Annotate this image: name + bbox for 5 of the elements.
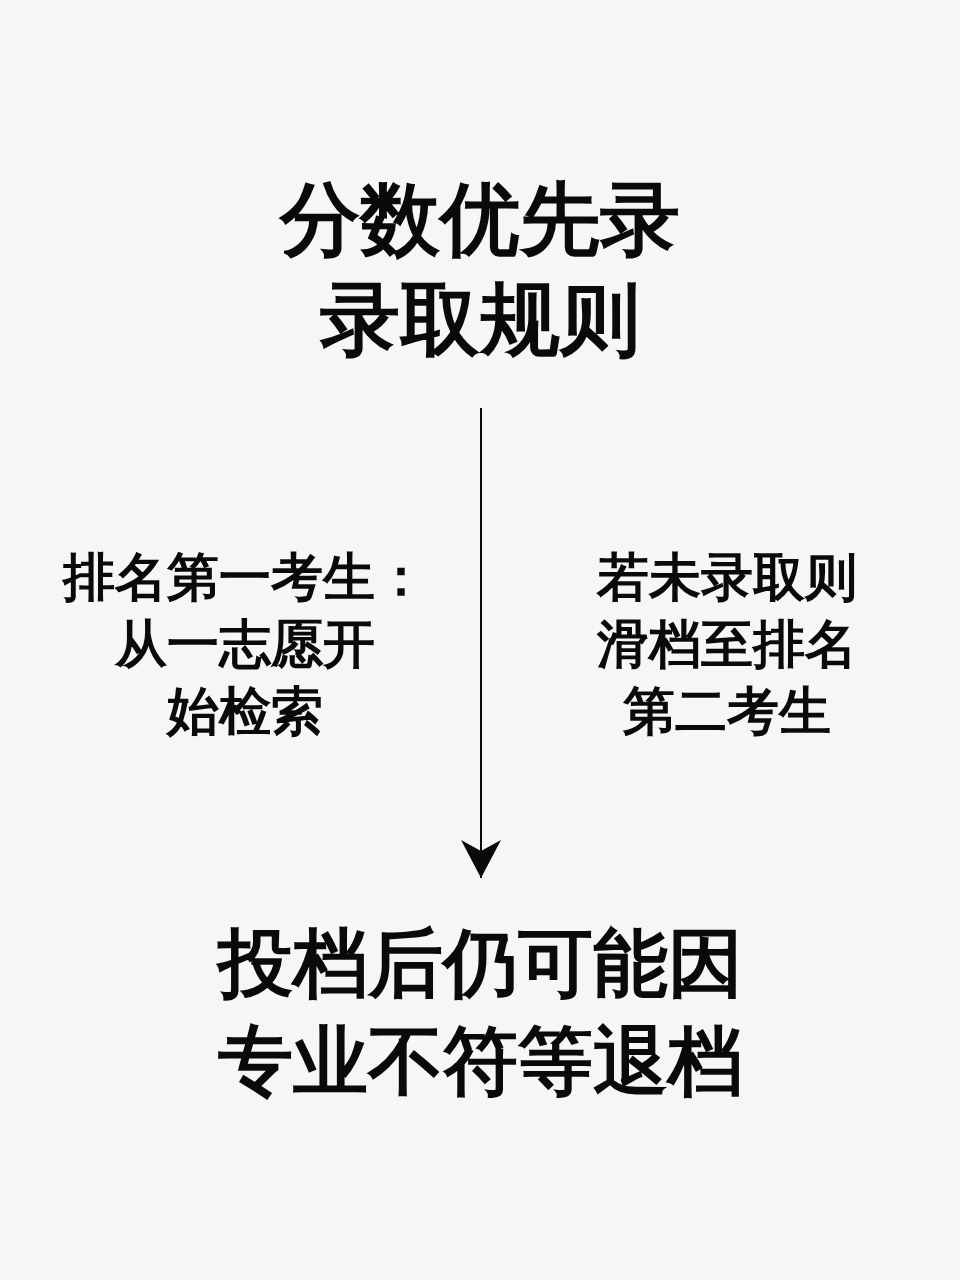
note-text: 排名第一考生：从一志愿开始检索 bbox=[63, 546, 427, 743]
conclusion-text: 投档后仍可能因专业不符等退档 bbox=[217, 914, 743, 1110]
heading-text: 分数优先录录取规则 bbox=[280, 170, 680, 370]
note-text: 若未录取则滑档至排名第二考生 bbox=[597, 546, 857, 743]
arrow bbox=[461, 407, 501, 879]
